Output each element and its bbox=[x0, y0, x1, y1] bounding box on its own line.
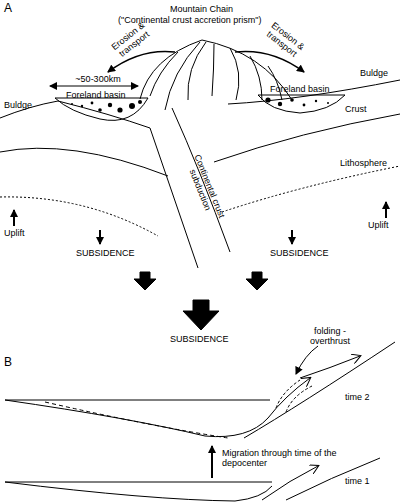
uplift-arrow bbox=[13, 210, 15, 226]
motion-label: SUBSIDENCE bbox=[76, 248, 146, 258]
layer-label: Crust bbox=[345, 104, 385, 114]
feature-label: Buldge bbox=[360, 68, 400, 78]
callout-label: folding - overthrust bbox=[300, 326, 360, 346]
leader-arrow bbox=[296, 346, 318, 374]
time-label: time 2 bbox=[345, 392, 395, 402]
subsidence-arrow bbox=[183, 300, 219, 330]
motion-arrows bbox=[14, 202, 386, 330]
basin-floor bbox=[5, 482, 272, 501]
right-lithosphere bbox=[222, 166, 400, 212]
subsidence-arrow bbox=[291, 230, 293, 244]
panel-letter: B bbox=[4, 356, 24, 369]
uplift-arrow bbox=[385, 202, 387, 218]
dimension-label: ~50-300km bbox=[58, 74, 138, 84]
panel-a bbox=[0, 40, 400, 268]
subsidence-arrow bbox=[134, 272, 156, 290]
thrust-fault bbox=[244, 342, 395, 438]
thrust-fault bbox=[262, 466, 318, 500]
left-crust-base bbox=[0, 148, 168, 176]
subsidence-arrow bbox=[246, 272, 268, 290]
feature-label: Buldge bbox=[4, 100, 54, 110]
right-crust-base bbox=[214, 114, 400, 162]
thrust-fault bbox=[268, 378, 310, 418]
thrust-line bbox=[188, 42, 206, 100]
subsidence-arrow bbox=[99, 230, 101, 244]
basin-top bbox=[5, 400, 270, 401]
fold-trace bbox=[276, 380, 300, 408]
panel-letter: A bbox=[4, 2, 24, 15]
motion-label: Uplift bbox=[368, 220, 400, 230]
process-label: Erosion & transport bbox=[261, 18, 310, 62]
basin-floor bbox=[5, 400, 268, 437]
feature-label: Foreland basin bbox=[270, 84, 350, 94]
mountain-outline bbox=[140, 40, 292, 100]
old-basin-floor bbox=[45, 402, 228, 438]
foreland-basin bbox=[258, 95, 345, 113]
fold-trace bbox=[286, 386, 312, 412]
region-subtitle: ("Continental crust accretion prism") bbox=[118, 15, 318, 25]
right-surface bbox=[228, 80, 400, 104]
process-label: Migration through time of the depocenter bbox=[222, 448, 352, 468]
thrust-line bbox=[230, 48, 239, 100]
basin-top bbox=[5, 482, 272, 483]
layer-label: Lithosphere bbox=[340, 158, 400, 168]
motion-label: Uplift bbox=[4, 228, 44, 238]
panel-b bbox=[5, 342, 395, 501]
foreland-basin bbox=[55, 98, 148, 120]
motion-label: SUBSIDENCE bbox=[170, 334, 240, 344]
thrust-line bbox=[250, 56, 262, 100]
thrust-line bbox=[150, 52, 178, 96]
left-surface bbox=[0, 101, 198, 268]
motion-label: SUBSIDENCE bbox=[270, 248, 340, 258]
time-label: time 1 bbox=[345, 476, 395, 486]
thrust-fault bbox=[300, 356, 360, 378]
feature-label: Foreland basin bbox=[66, 90, 146, 100]
region-title: Mountain Chain bbox=[170, 4, 290, 14]
width-arrow bbox=[50, 86, 138, 87]
migration-arrow bbox=[211, 446, 213, 478]
thrust-line bbox=[212, 44, 214, 96]
